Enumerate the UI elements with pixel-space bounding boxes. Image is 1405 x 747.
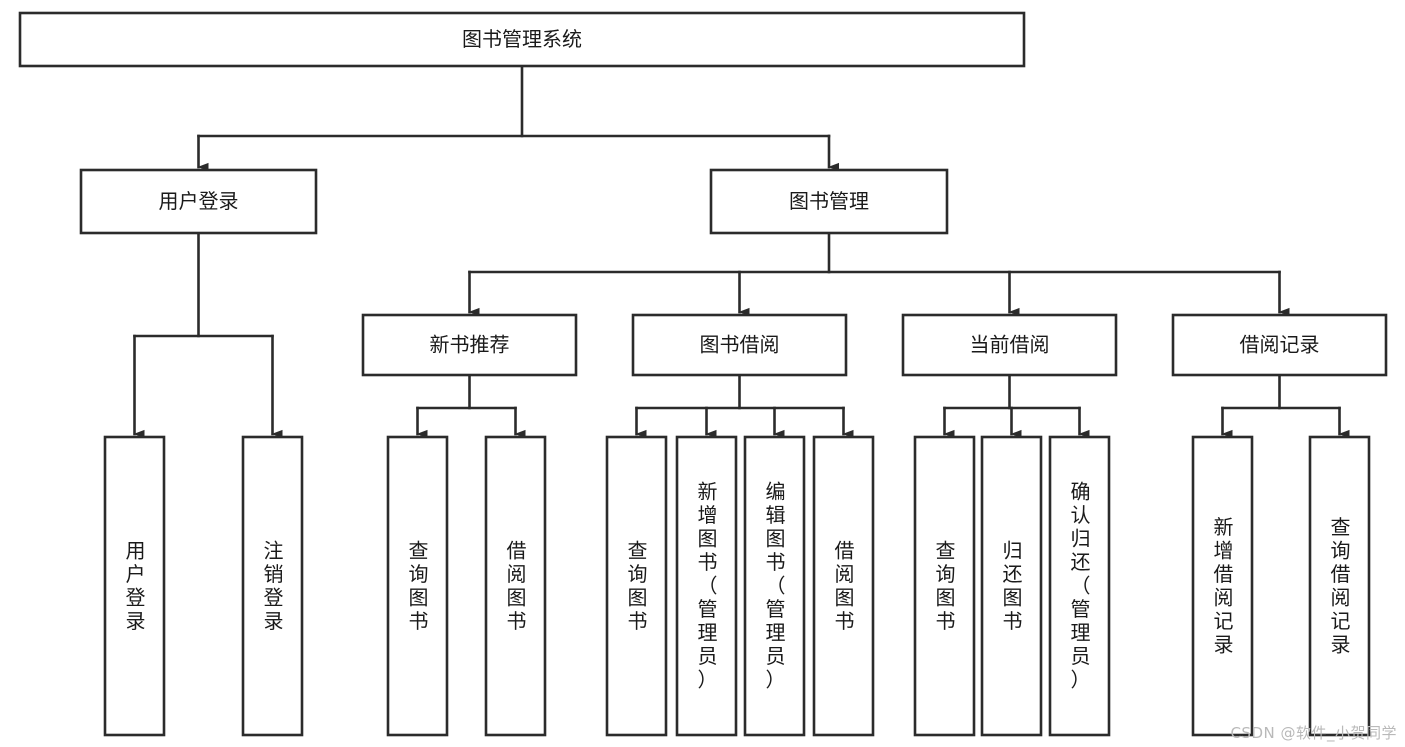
node-root[interactable]: 图书管理系统	[18, 11, 1026, 68]
node-l3-borrow[interactable]: 图书借阅	[631, 313, 848, 377]
node-l3-record[interactable]: 借阅记录	[1171, 313, 1388, 377]
node-label: 查询图书	[409, 538, 429, 633]
node-label: 查询图书	[628, 538, 648, 633]
node-label: 查询图书	[936, 538, 956, 633]
node-label: 查询借阅记录	[1331, 515, 1351, 657]
node-label: 新增图书（管理员）	[698, 480, 718, 692]
node-box[interactable]	[241, 435, 304, 737]
node-box[interactable]	[103, 435, 166, 737]
node-box[interactable]	[913, 435, 976, 737]
node-leaf-nb-query[interactable]: 查询图书	[386, 435, 449, 737]
node-label: 编辑图书（管理员）	[766, 480, 786, 692]
node-label: 用户登录	[159, 189, 239, 213]
edge-group-l3_newbook	[416, 373, 526, 439]
node-box[interactable]	[743, 435, 806, 737]
node-box[interactable]	[484, 435, 547, 737]
edge-layer	[133, 64, 1350, 439]
node-l3-current[interactable]: 当前借阅	[901, 313, 1118, 377]
node-box[interactable]	[901, 313, 1118, 377]
node-box[interactable]	[1048, 435, 1111, 737]
node-label: 借阅图书	[835, 538, 855, 633]
node-label: 确认归还（管理员）	[1071, 480, 1091, 692]
node-box[interactable]	[709, 168, 949, 235]
node-box[interactable]	[980, 435, 1043, 737]
edge-group-l3_record	[1221, 373, 1350, 439]
node-label: 图书借阅	[700, 333, 780, 357]
node-box[interactable]	[1308, 435, 1371, 737]
node-leaf-cur-confirm[interactable]: 确认归还（管理员）	[1048, 435, 1111, 737]
node-box[interactable]	[79, 168, 318, 235]
edge-group-l2_manage	[468, 231, 1290, 317]
node-box[interactable]	[386, 435, 449, 737]
node-box[interactable]	[1191, 435, 1254, 737]
node-layer: 图书管理系统用户登录图书管理新书推荐图书借阅当前借阅借阅记录用户登录注销登录查询…	[18, 11, 1388, 737]
node-leaf-cur-query[interactable]: 查询图书	[913, 435, 976, 737]
node-leaf-bk-add[interactable]: 新增图书（管理员）	[675, 435, 738, 737]
node-leaf-rec-query[interactable]: 查询借阅记录	[1308, 435, 1371, 737]
node-label: 借阅记录	[1240, 333, 1320, 357]
edge-group-root	[197, 64, 839, 172]
node-label: 借阅图书	[507, 538, 527, 633]
node-leaf-bk-query[interactable]: 查询图书	[605, 435, 668, 737]
node-box[interactable]	[605, 435, 668, 737]
node-label: 图书管理系统	[462, 27, 582, 51]
node-label: 注销登录	[264, 538, 284, 633]
node-label: 用户登录	[126, 538, 146, 633]
node-box[interactable]	[675, 435, 738, 737]
node-box[interactable]	[812, 435, 875, 737]
node-label: 新增借阅记录	[1214, 515, 1234, 657]
node-box[interactable]	[631, 313, 848, 377]
node-leaf-user-logout[interactable]: 注销登录	[241, 435, 304, 737]
edge-group-l3_borrow	[635, 373, 854, 439]
node-leaf-bk-edit[interactable]: 编辑图书（管理员）	[743, 435, 806, 737]
csdn-watermark: CSDN @软件_小贺同学	[1230, 724, 1397, 742]
node-label: 图书管理	[789, 189, 869, 213]
node-label: 新书推荐	[430, 333, 510, 357]
node-box[interactable]	[1171, 313, 1388, 377]
node-leaf-nb-borrow[interactable]: 借阅图书	[484, 435, 547, 737]
node-leaf-rec-add[interactable]: 新增借阅记录	[1191, 435, 1254, 737]
node-box[interactable]	[361, 313, 578, 377]
node-l3-newbook[interactable]: 新书推荐	[361, 313, 578, 377]
node-l2-manage[interactable]: 图书管理	[709, 168, 949, 235]
node-box[interactable]	[18, 11, 1026, 68]
node-l2-login[interactable]: 用户登录	[79, 168, 318, 235]
edge-group-l2_login	[133, 231, 283, 439]
node-leaf-bk-borrow[interactable]: 借阅图书	[812, 435, 875, 737]
node-leaf-cur-return[interactable]: 归还图书	[980, 435, 1043, 737]
edge-group-l3_current	[943, 373, 1090, 439]
node-label: 归还图书	[1003, 538, 1023, 633]
node-label: 当前借阅	[970, 333, 1050, 357]
node-leaf-user-login[interactable]: 用户登录	[103, 435, 166, 737]
